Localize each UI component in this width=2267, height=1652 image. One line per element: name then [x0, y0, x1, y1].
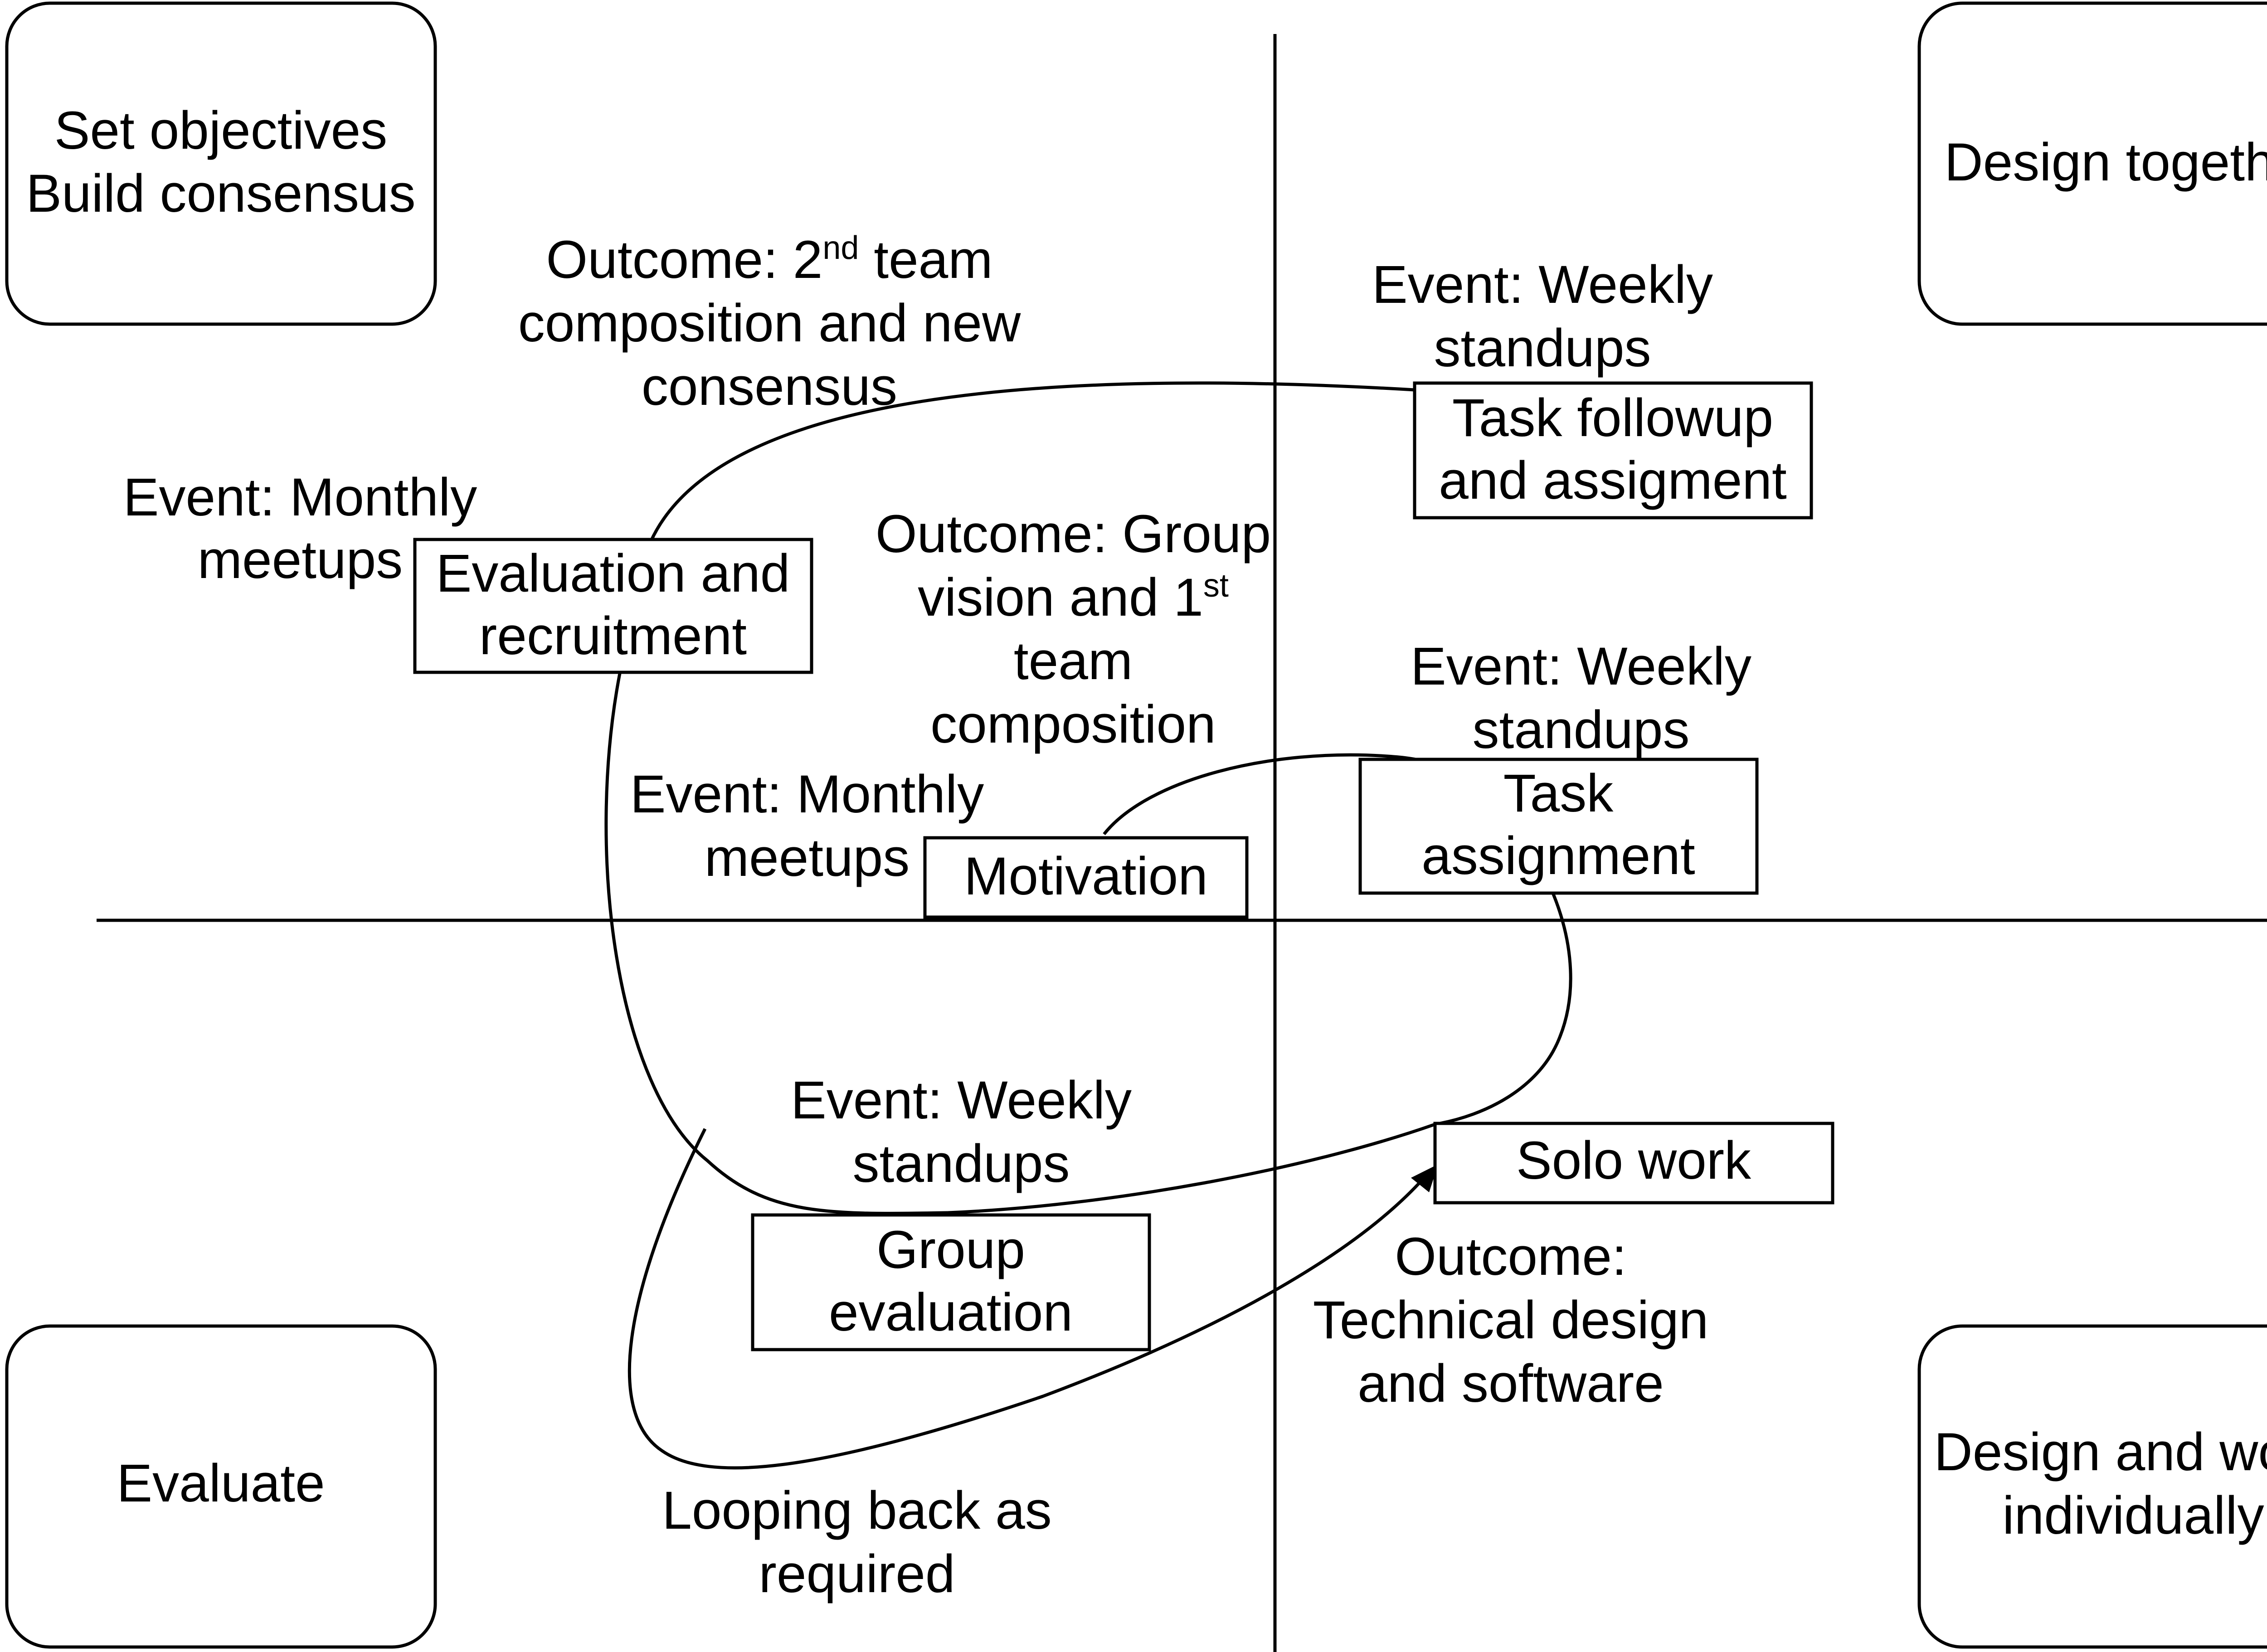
- activity-label-line: and assigment: [1439, 451, 1786, 510]
- quadrant-design-individually: Design and work individually: [1917, 1324, 2267, 1649]
- quadrant-set-objectives: Set objectives Build consensus: [5, 1, 437, 326]
- outcome-superscript: st: [1203, 568, 1229, 604]
- activity-label-line: Evaluation and: [436, 544, 790, 603]
- event-label-weekly-standups-middle: Event: Weekly standups: [1411, 637, 1751, 760]
- outcome-label-line: and software: [1357, 1354, 1664, 1414]
- note-label-line: required: [759, 1544, 955, 1604]
- outcome-label-second-team: Outcome: 2nd team composition and new co…: [518, 230, 1021, 417]
- event-label-line: Event: Weekly: [1411, 637, 1751, 696]
- activity-label-line: Solo work: [1516, 1131, 1751, 1190]
- quadrant-label-line: individually: [2002, 1486, 2264, 1545]
- event-label-line: Event: Weekly: [1372, 255, 1713, 315]
- quadrant-label-line: Design together: [1944, 132, 2267, 192]
- outcome-label-line: composition and new: [518, 293, 1021, 353]
- activity-label-line: Motivation: [964, 846, 1208, 906]
- activity-task-followup: Task followup and assigment: [1413, 381, 1813, 520]
- event-label-line: meetups: [198, 530, 403, 590]
- event-label-line: Event: Monthly: [630, 764, 984, 824]
- quadrant-design-together: Design together: [1917, 1, 2267, 326]
- activity-label-line: assignment: [1421, 826, 1695, 886]
- quadrant-label-line: Set objectives: [54, 101, 388, 160]
- activity-group-evaluation: Group evaluation: [751, 1213, 1151, 1351]
- event-label-line: standups: [853, 1134, 1070, 1194]
- note-label-line: Looping back as: [662, 1481, 1051, 1540]
- outcome-text: Outcome: 2: [546, 230, 822, 290]
- outcome-label-line: consensus: [642, 357, 897, 417]
- event-label-line: standups: [1473, 700, 1690, 760]
- quadrant-label-line: Evaluate: [117, 1453, 325, 1513]
- quadrant-evaluate: Evaluate: [5, 1324, 437, 1649]
- event-label-weekly-standups-top: Event: Weekly standups: [1372, 255, 1713, 378]
- activity-label-line: Task followup: [1452, 388, 1773, 448]
- outcome-label-technical-design: Outcome: Technical design and software: [1313, 1227, 1708, 1414]
- flow-curve-outcome-to-followup: [649, 381, 1415, 543]
- outcome-label-group-vision: Outcome: Group vision and 1st team compo…: [876, 504, 1271, 754]
- event-label-weekly-standups-bottom: Event: Weekly standups: [791, 1070, 1132, 1194]
- quadrant-label-line: Design and work: [1934, 1422, 2267, 1482]
- flow-curve-group-evaluation-to-solo-work: [947, 1122, 1436, 1215]
- outcome-label-line: team: [1014, 631, 1133, 691]
- flow-curve-evaluation-to-group-evaluation: [604, 671, 948, 1215]
- flow-curve-looping-back: [628, 1128, 1429, 1470]
- outcome-label-line: Outcome: 2nd team: [546, 230, 992, 290]
- note-looping-back: Looping back as required: [662, 1481, 1051, 1604]
- event-label-line: Event: Monthly: [123, 467, 477, 527]
- event-label-line: meetups: [705, 828, 910, 888]
- event-label-monthly-meetups-top: Event: Monthly meetups: [123, 467, 477, 590]
- arrow-head-icon: [1411, 1164, 1438, 1192]
- outcome-text: team: [859, 230, 992, 290]
- outcome-label-line: composition: [930, 695, 1216, 754]
- outcome-label-line: Technical design: [1313, 1290, 1708, 1350]
- activity-evaluation-recruitment: Evaluation and recruitment: [413, 538, 813, 674]
- flow-curve-task-assignment-to-solo-work: [1435, 892, 1572, 1126]
- outcome-label-line: vision and 1st: [918, 568, 1229, 627]
- event-label-line: standups: [1434, 318, 1651, 378]
- event-label-line: Event: Weekly: [791, 1070, 1132, 1130]
- activity-label-line: recruitment: [479, 606, 747, 666]
- outcome-superscript: nd: [822, 230, 859, 266]
- outcome-label-line: Outcome: Group: [876, 504, 1271, 564]
- outcome-label-line: Outcome:: [1395, 1227, 1627, 1287]
- activity-motivation: Motivation: [923, 836, 1249, 919]
- quadrant-label-line: Build consensus: [26, 164, 415, 224]
- activity-label-line: Task: [1503, 763, 1614, 823]
- activity-label-line: Group: [876, 1220, 1025, 1280]
- activity-solo-work: Solo work: [1433, 1122, 1834, 1205]
- event-label-monthly-meetups-middle: Event: Monthly meetups: [630, 764, 984, 888]
- outcome-text: vision and 1: [918, 568, 1203, 627]
- activity-task-assignment: Task assignment: [1358, 758, 1759, 895]
- activity-label-line: evaluation: [829, 1283, 1073, 1342]
